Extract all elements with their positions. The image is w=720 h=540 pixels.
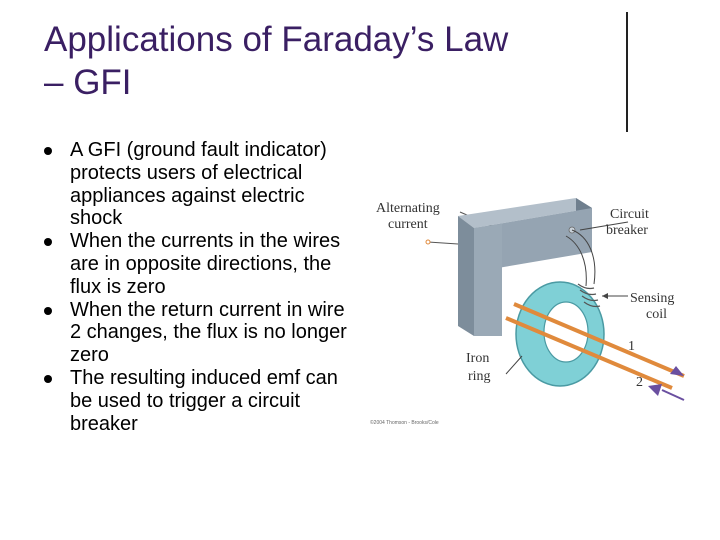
gfi-diagram-svg: Alternating current Circuit breaker Sens…: [370, 198, 685, 426]
coil-lead: [571, 229, 596, 285]
bullet-text: When the return current in wire 2 change…: [70, 298, 347, 367]
bullet-text: A GFI (ground fault indicator) protects …: [70, 139, 327, 230]
bullet-dot-icon: [44, 374, 52, 383]
bullet-dot-icon: [44, 306, 52, 315]
bullet-item: The resulting induced emf can be used to…: [44, 367, 354, 435]
bullet-dot-icon: [44, 147, 52, 155]
circuit-breaker-block: [458, 198, 592, 336]
label-iron: Iron: [466, 351, 489, 366]
title-line-1: Applications of Faraday’s Law: [44, 20, 509, 59]
bullet-item: When the return current in wire 2 change…: [44, 299, 354, 367]
gfi-diagram: Alternating current Circuit breaker Sens…: [366, 186, 686, 430]
lead-line: [427, 241, 459, 245]
arrow-icon: [648, 384, 662, 396]
bullet-text: The resulting induced emf can be used to…: [70, 366, 338, 435]
label-circuit: Circuit: [610, 207, 649, 222]
label-sensing: Sensing: [630, 291, 674, 306]
iron-ring: [515, 281, 605, 387]
wire-1: [513, 302, 685, 378]
label-wire-1: 1: [628, 339, 635, 354]
slide-title: Applications of Faraday’s Law – GFI: [44, 18, 624, 104]
coil-lead: [565, 235, 587, 287]
bullet-item: A GFI (ground fault indicator) protects …: [44, 139, 354, 230]
bullet-list: A GFI (ground fault indicator) protects …: [44, 139, 354, 435]
pointer-line: [505, 355, 523, 375]
bullet-item: When the currents in the wires are in op…: [44, 230, 354, 298]
sensing-coil: [577, 283, 601, 308]
arrow-icon: [602, 293, 608, 299]
terminal-icon: [425, 239, 431, 245]
label-ring: ring: [468, 369, 491, 384]
bullet-dot-icon: [44, 238, 52, 247]
wire-2: [505, 316, 685, 401]
title-divider: [626, 12, 628, 132]
figure-credit: ©2004 Thomson - Brooks/Cole: [370, 419, 439, 426]
title-line-2: – GFI: [44, 63, 132, 102]
label-coil: coil: [646, 307, 667, 322]
label-alternating: Alternating: [376, 201, 440, 216]
label-wire-2: 2: [636, 375, 643, 390]
bullet-text: When the currents in the wires are in op…: [70, 230, 341, 298]
label-current: current: [388, 217, 428, 232]
pointer-line: [579, 221, 629, 231]
label-breaker: breaker: [606, 223, 648, 238]
arrow-icon: [670, 366, 684, 376]
